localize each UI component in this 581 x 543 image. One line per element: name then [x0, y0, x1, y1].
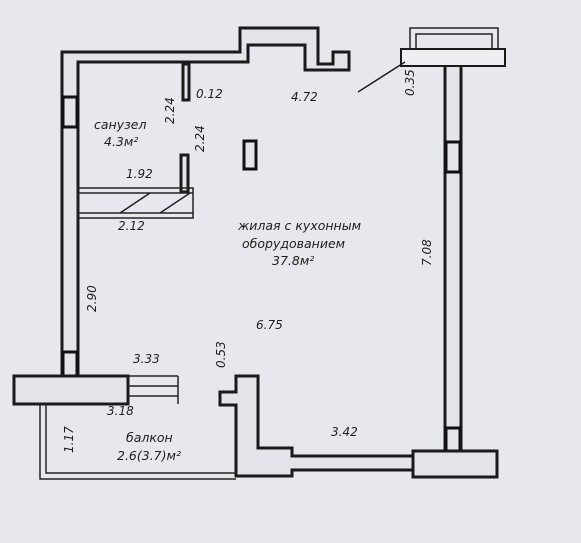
dim-corner-offset: 0.35 — [403, 69, 417, 96]
dim-top-width: 4.72 — [291, 90, 318, 104]
bath-partition-lower — [179, 153, 190, 194]
wall-right — [443, 63, 463, 457]
bath-cabinet — [77, 187, 194, 219]
balcony-window-strip — [128, 375, 179, 404]
window-top-right-frame — [409, 27, 499, 49]
column — [242, 139, 258, 171]
wall-pier-right-mid — [444, 140, 462, 174]
balcony-name: балкон — [126, 430, 173, 445]
balcony-slab — [12, 374, 130, 406]
balcony-outer-frame — [39, 404, 236, 480]
dim-step-offset: 0.53 — [214, 341, 228, 368]
balcony-area: 2.6(3.7)м² — [117, 448, 181, 463]
wall-bottom-right-block — [411, 449, 499, 479]
dim-left-height: 2.90 — [85, 285, 99, 312]
living-name-line2: оборудованием — [242, 236, 346, 251]
dim-balcony-depth: 1.17 — [62, 426, 76, 453]
dim-bath-wall-1: 2.24 — [163, 97, 177, 124]
wall-top-left — [60, 26, 351, 377]
dim-right-height: 7.08 — [420, 239, 434, 266]
dim-balcony-inner: 3.18 — [107, 404, 134, 418]
dim-bottom-right: 3.42 — [331, 425, 358, 439]
wall-bottom — [218, 374, 422, 478]
dim-bath-gap: 0.12 — [196, 87, 223, 101]
window-top-right-inner — [415, 33, 493, 49]
leader-line — [357, 61, 406, 93]
bath-partition-top — [181, 62, 191, 102]
dim-balcony-top: 3.33 — [133, 352, 160, 366]
dim-bath-lower-width: 2.12 — [118, 219, 145, 233]
wall-pier-left-upper — [61, 95, 79, 129]
living-area: 37.8м² — [272, 253, 315, 268]
bathroom-name: санузел — [94, 117, 147, 132]
dim-bath-wall-2: 2.24 — [193, 125, 207, 152]
window-top-right — [400, 48, 506, 67]
bathroom-area: 4.3м² — [104, 134, 139, 149]
dim-middle-width: 6.75 — [256, 318, 283, 332]
living-name-line1: жилая с кухонным — [238, 218, 362, 233]
dim-bath-width: 1.92 — [126, 167, 153, 181]
